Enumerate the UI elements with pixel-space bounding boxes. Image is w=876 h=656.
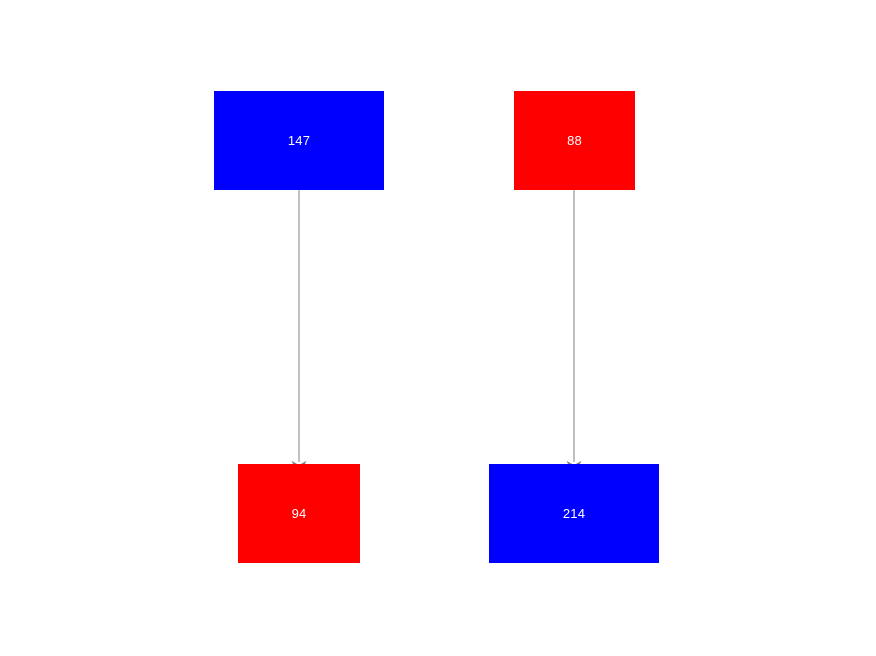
node-label: 88: [567, 133, 582, 148]
node-label: 214: [562, 506, 586, 521]
node-label: 147: [287, 133, 311, 148]
node-147[interactable]: 147: [214, 91, 384, 190]
node-label: 94: [291, 506, 307, 521]
node-88[interactable]: 88: [514, 91, 635, 190]
node-214[interactable]: 214: [489, 464, 659, 563]
node-94[interactable]: 94: [238, 464, 360, 563]
